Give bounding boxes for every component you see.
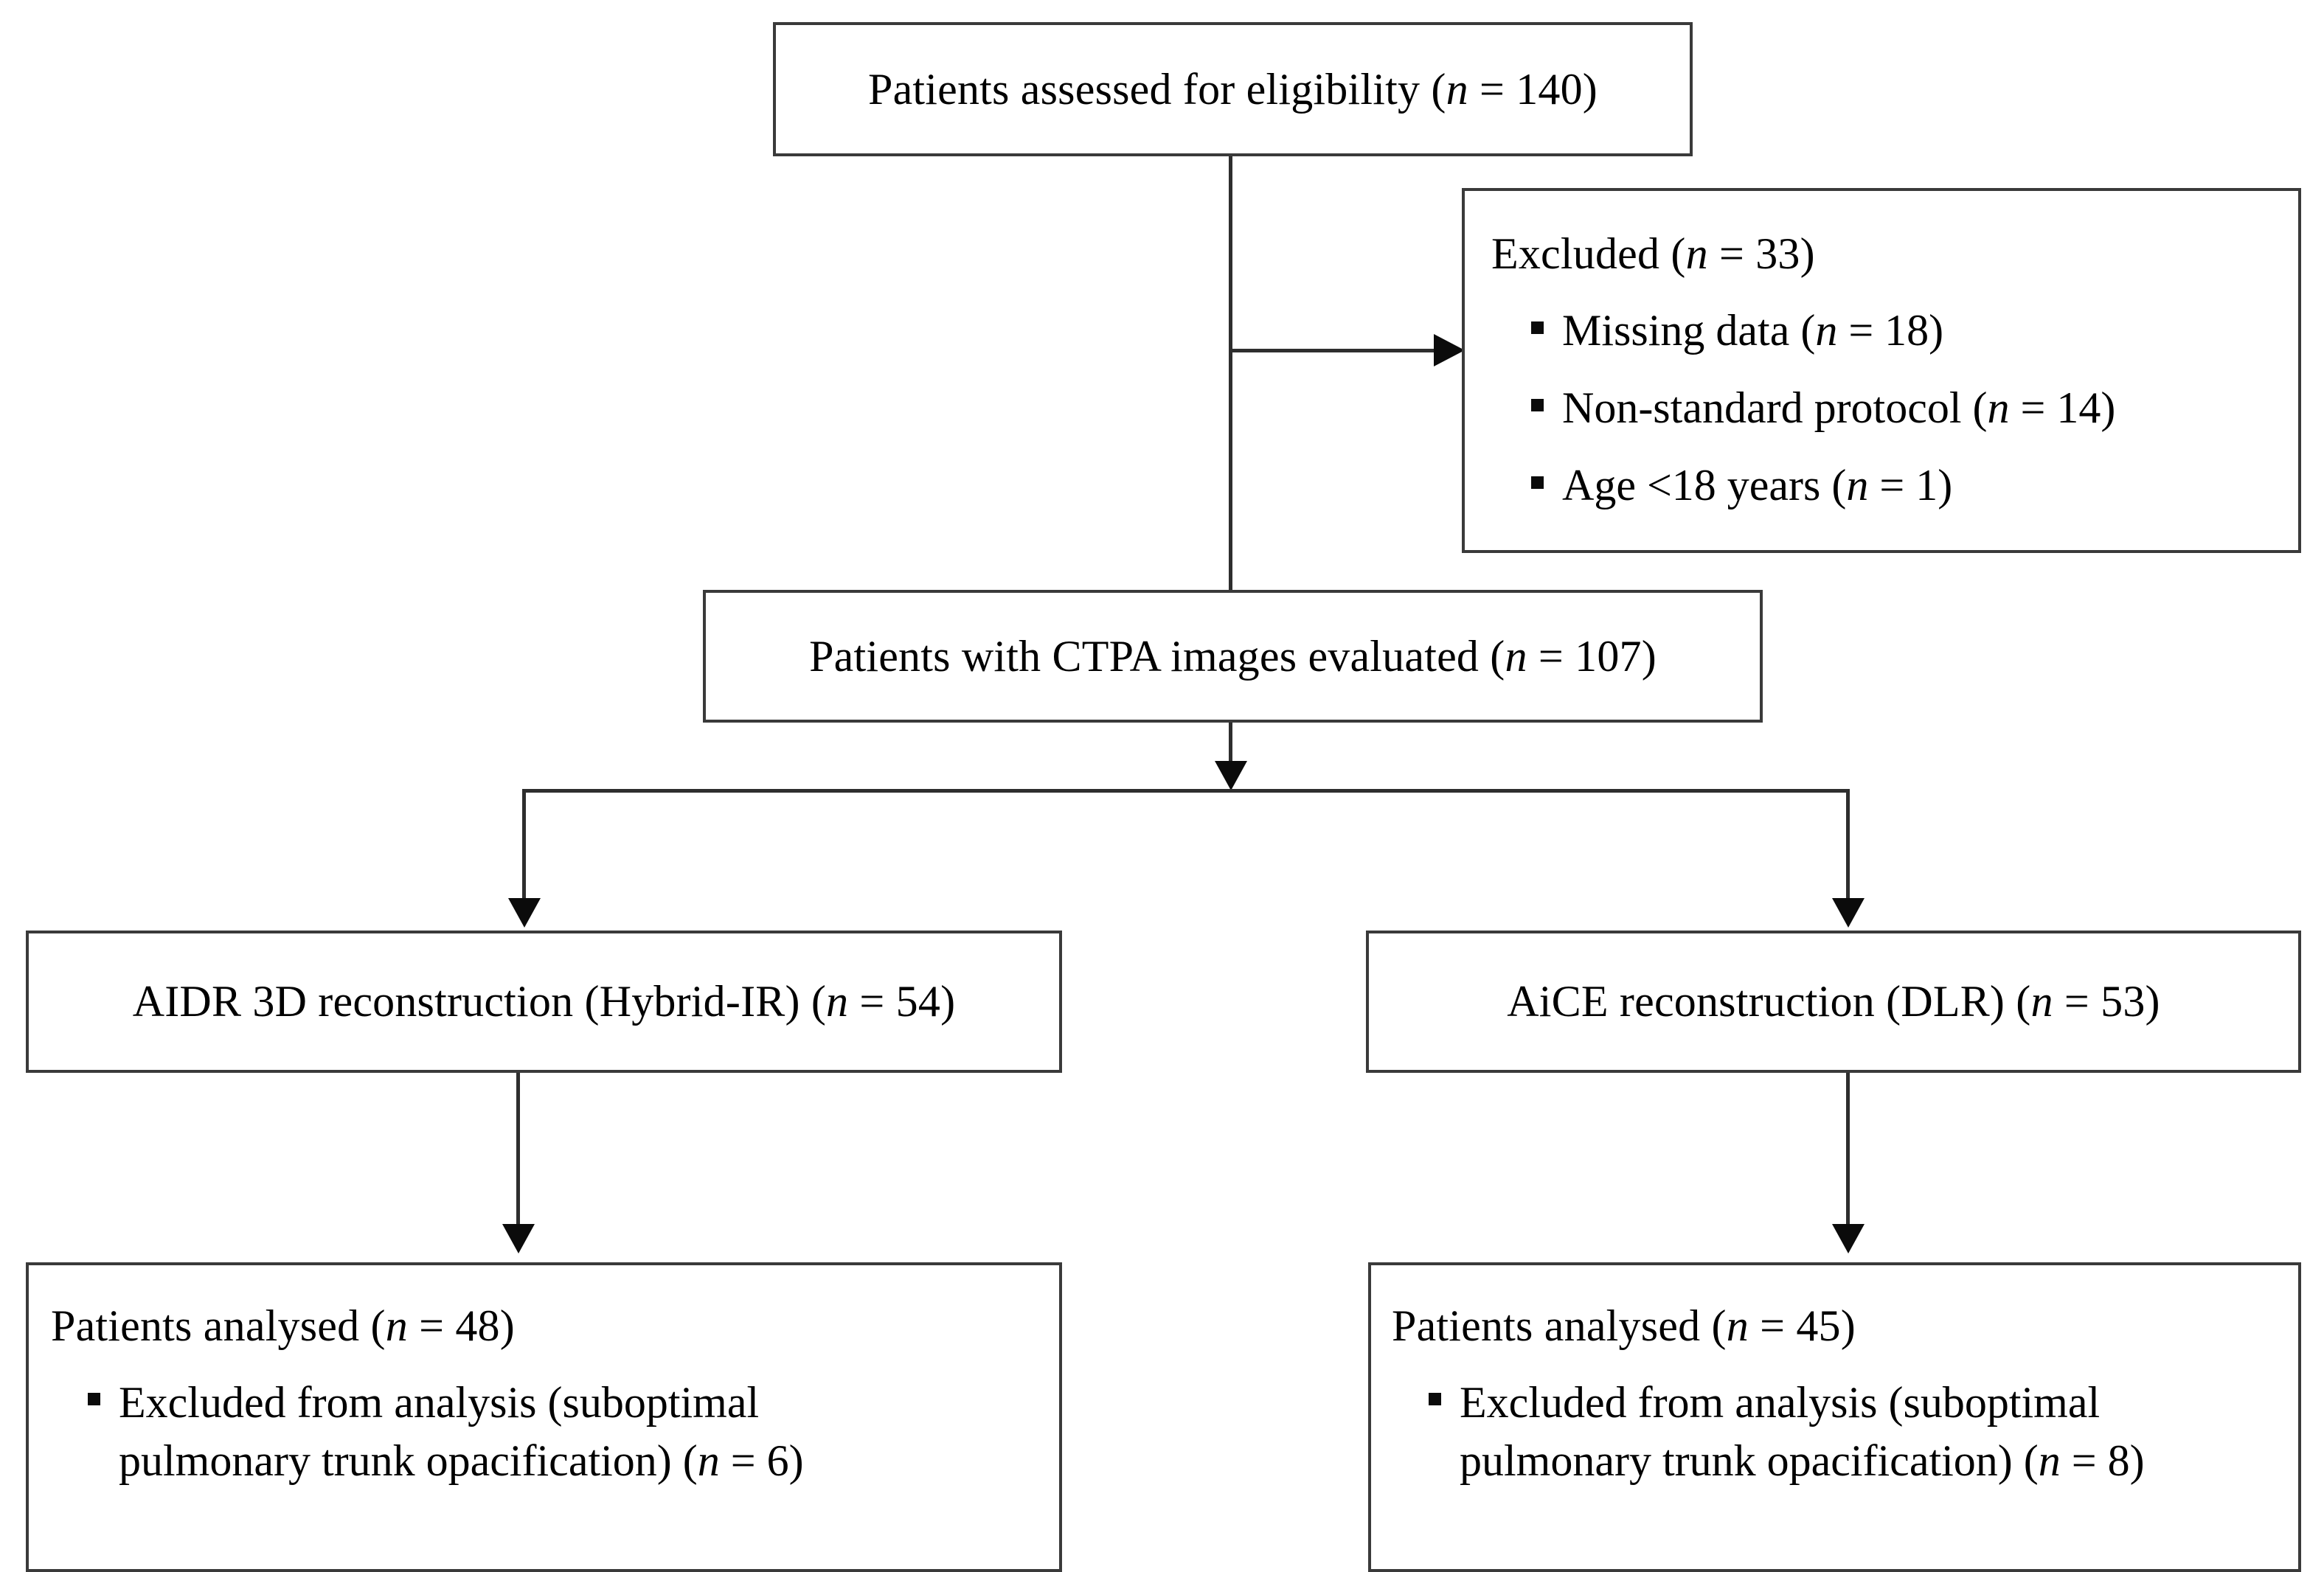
reason-2-n-symbol: n bbox=[1846, 461, 1869, 510]
arrowhead-to-aidr bbox=[508, 898, 541, 928]
square-bullet-icon bbox=[1531, 398, 1544, 411]
assessed-suffix: = 140) bbox=[1468, 64, 1598, 114]
analysed-right-title: Patients analysed (n = 45) bbox=[1392, 1298, 1856, 1354]
connector-assessed-to-evaluated bbox=[1229, 156, 1232, 590]
node-aidr-label: AIDR 3D reconstruction (Hybrid-IR) (n = … bbox=[133, 973, 956, 1030]
analysed-right-note-n-symbol: n bbox=[2038, 1436, 2061, 1485]
evaluated-n-symbol: n bbox=[1505, 631, 1527, 681]
list-item: Excluded from analysis (suboptimal pulmon… bbox=[1429, 1374, 2317, 1490]
reason-0-label: Missing data ( bbox=[1562, 306, 1816, 355]
analysed-right-n-symbol: n bbox=[1726, 1301, 1749, 1350]
arrowhead-evaluated-split bbox=[1215, 761, 1247, 790]
analysed-left-prefix: Patients analysed ( bbox=[51, 1301, 386, 1350]
node-assessed-for-eligibility: Patients assessed for eligibility (n = 1… bbox=[773, 22, 1693, 156]
connector-aice-to-analysed-right bbox=[1846, 1073, 1850, 1228]
assessed-prefix: Patients assessed for eligibility ( bbox=[868, 64, 1446, 114]
excluded-reason-text: Age <18 years (n = 1) bbox=[1562, 456, 2316, 515]
arrowhead-to-analysed-left bbox=[502, 1224, 535, 1253]
aidr-prefix: AIDR 3D reconstruction (Hybrid-IR) ( bbox=[132, 977, 827, 1026]
aidr-n-symbol: n bbox=[826, 977, 849, 1026]
excluded-title-suffix: = 33) bbox=[1707, 229, 1815, 279]
node-ctpa-evaluated: Patients with CTPA images evaluated (n =… bbox=[703, 590, 1763, 723]
evaluated-prefix: Patients with CTPA images evaluated ( bbox=[809, 631, 1505, 681]
reason-2-tail: = 1) bbox=[1868, 461, 1953, 510]
excluded-reason-list: Missing data (n = 18) Non-standard proto… bbox=[1531, 282, 2316, 515]
list-item: Non-standard protocol (n = 14) bbox=[1531, 379, 2316, 437]
analysed-right-suffix: = 45) bbox=[1748, 1301, 1856, 1350]
square-bullet-icon bbox=[1531, 321, 1544, 334]
list-item: Age <18 years (n = 1) bbox=[1531, 456, 2316, 515]
evaluated-suffix: = 107) bbox=[1527, 631, 1657, 681]
aice-n-symbol: n bbox=[2030, 977, 2053, 1026]
list-item: Missing data (n = 18) bbox=[1531, 302, 2316, 360]
analysed-left-suffix: = 48) bbox=[407, 1301, 515, 1350]
analysed-left-title: Patients analysed (n = 48) bbox=[51, 1298, 515, 1354]
arrowhead-to-analysed-right bbox=[1832, 1224, 1865, 1253]
assessed-n-symbol: n bbox=[1446, 64, 1468, 114]
arrowhead-to-aice bbox=[1832, 898, 1865, 928]
aice-suffix: = 53) bbox=[2053, 977, 2160, 1026]
analysed-left-note-line2-suffix: = 6) bbox=[719, 1436, 804, 1485]
analysed-right-note-list: Excluded from analysis (suboptimal pulmon… bbox=[1429, 1354, 2317, 1490]
reason-0-n-symbol: n bbox=[1815, 306, 1838, 355]
node-aice-reconstruction: AiCE reconstruction (DLR) (n = 53) bbox=[1366, 931, 2301, 1073]
analysed-left-note-line2-prefix: pulmonary trunk opacification) ( bbox=[119, 1436, 698, 1485]
split-bar bbox=[522, 789, 1850, 793]
node-analysed-left: Patients analysed (n = 48) Excluded from… bbox=[26, 1262, 1062, 1572]
analysed-left-note-line1: Excluded from analysis (suboptimal bbox=[119, 1377, 760, 1427]
reason-1-label: Non-standard protocol ( bbox=[1562, 383, 1988, 433]
node-aice-label: AiCE reconstruction (DLR) (n = 53) bbox=[1507, 973, 2160, 1030]
excluded-title-prefix: Excluded ( bbox=[1491, 229, 1686, 279]
connector-evaluated-down bbox=[1229, 723, 1232, 765]
square-bullet-icon bbox=[1429, 1393, 1441, 1406]
node-assessed-label: Patients assessed for eligibility (n = 1… bbox=[868, 61, 1598, 118]
excluded-title: Excluded (n = 33) bbox=[1491, 226, 1815, 282]
analysed-right-note: Excluded from analysis (suboptimal pulmon… bbox=[1460, 1374, 2317, 1490]
analysed-right-note-line1: Excluded from analysis (suboptimal bbox=[1460, 1377, 2101, 1427]
excluded-reason-text: Non-standard protocol (n = 14) bbox=[1562, 379, 2316, 437]
analysed-right-note-line2-suffix: = 8) bbox=[2060, 1436, 2145, 1485]
square-bullet-icon bbox=[1531, 476, 1544, 489]
aice-prefix: AiCE reconstruction (DLR) ( bbox=[1507, 977, 2031, 1026]
analysed-left-n-symbol: n bbox=[385, 1301, 408, 1350]
analysed-left-note: Excluded from analysis (suboptimal pulmon… bbox=[119, 1374, 1077, 1490]
analysed-left-note-n-symbol: n bbox=[697, 1436, 720, 1485]
arrowhead-to-excluded bbox=[1434, 334, 1465, 366]
excluded-reason-text: Missing data (n = 18) bbox=[1562, 302, 2316, 360]
list-item: Excluded from analysis (suboptimal pulmon… bbox=[88, 1374, 1077, 1490]
connector-split-to-aidr bbox=[522, 789, 526, 900]
connector-aidr-to-analysed-left bbox=[516, 1073, 520, 1228]
analysed-right-prefix: Patients analysed ( bbox=[1392, 1301, 1727, 1350]
analysed-left-note-list: Excluded from analysis (suboptimal pulmon… bbox=[88, 1354, 1077, 1490]
node-aidr-reconstruction: AIDR 3D reconstruction (Hybrid-IR) (n = … bbox=[26, 931, 1062, 1073]
aidr-suffix: = 54) bbox=[848, 977, 956, 1026]
node-analysed-right: Patients analysed (n = 45) Excluded from… bbox=[1368, 1262, 2301, 1572]
connector-branch-to-excluded bbox=[1229, 349, 1435, 352]
connector-split-to-aice bbox=[1846, 789, 1850, 900]
analysed-right-note-line2-prefix: pulmonary trunk opacification) ( bbox=[1460, 1436, 2039, 1485]
reason-1-tail: = 14) bbox=[2009, 383, 2116, 433]
excluded-n-symbol: n bbox=[1685, 229, 1708, 279]
reason-1-n-symbol: n bbox=[1987, 383, 2010, 433]
reason-2-label: Age <18 years ( bbox=[1562, 461, 1847, 510]
node-evaluated-label: Patients with CTPA images evaluated (n =… bbox=[809, 628, 1657, 685]
square-bullet-icon bbox=[88, 1393, 100, 1406]
node-excluded: Excluded (n = 33) Missing data (n = 18) … bbox=[1462, 188, 2301, 553]
reason-0-tail: = 18) bbox=[1837, 306, 1944, 355]
